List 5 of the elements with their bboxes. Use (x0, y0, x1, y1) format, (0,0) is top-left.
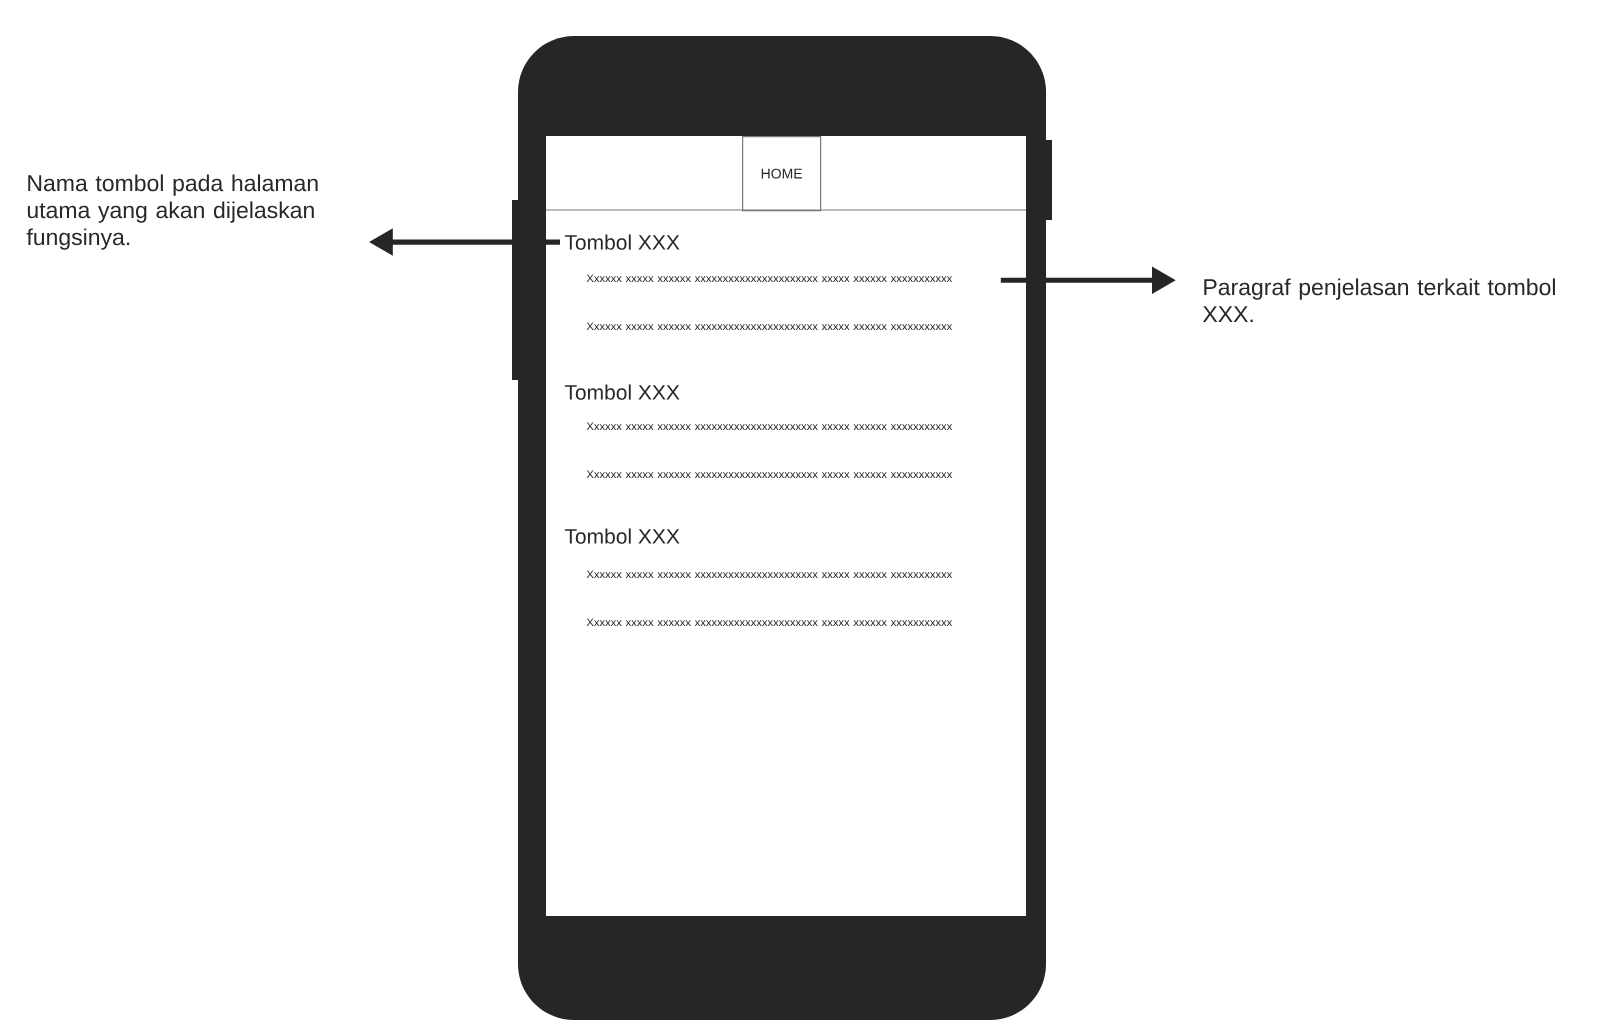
section-heading: Tombol XXX (564, 528, 680, 544)
annotation-text: Nama tombol pada halaman utama yang akan dijelaskan fungsinya. (26, 174, 318, 250)
section-heading: Tombol XXX (564, 384, 680, 400)
section-heading: Tombol XXX (564, 234, 680, 250)
annotation-text: Paragraf penjelasan terkait tombol XXX. (1202, 278, 1555, 323)
